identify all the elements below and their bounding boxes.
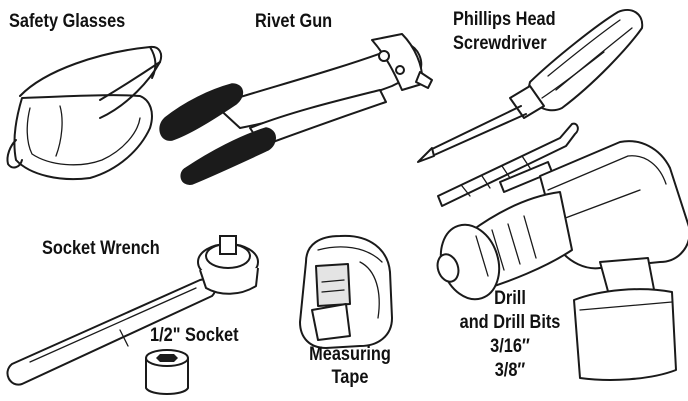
drill-label-line2: and Drill Bits: [459, 312, 561, 333]
screwdriver-icon: [417, 9, 644, 163]
drill-label-line1: Drill: [494, 288, 526, 309]
drill-bit-size-1: 3/16″: [490, 336, 530, 357]
socket-icon: [145, 349, 189, 395]
socket-wrench-icon: [6, 235, 259, 386]
rivet-gun-icon: [159, 33, 433, 185]
drill-bit-size-2: 3/8″: [494, 360, 526, 381]
screwdriver-label-line1: Phillips Head: [453, 9, 556, 30]
socket-wrench-label: Socket Wrench: [42, 238, 160, 259]
socket-label: 1/2" Socket: [150, 325, 239, 346]
measuring-tape-label-line1: Measuring: [309, 344, 391, 365]
screwdriver-label-line2: Screwdriver: [453, 33, 547, 54]
safety-glasses-label: Safety Glasses: [9, 11, 126, 32]
rivet-gun-label: Rivet Gun: [255, 11, 333, 32]
safety-glasses-icon: [6, 45, 163, 181]
drill-icon: [436, 140, 688, 381]
drill-bits-icon: [437, 122, 579, 207]
measuring-tape-icon: [299, 234, 393, 349]
measuring-tape-label-line2: Tape: [331, 367, 369, 388]
